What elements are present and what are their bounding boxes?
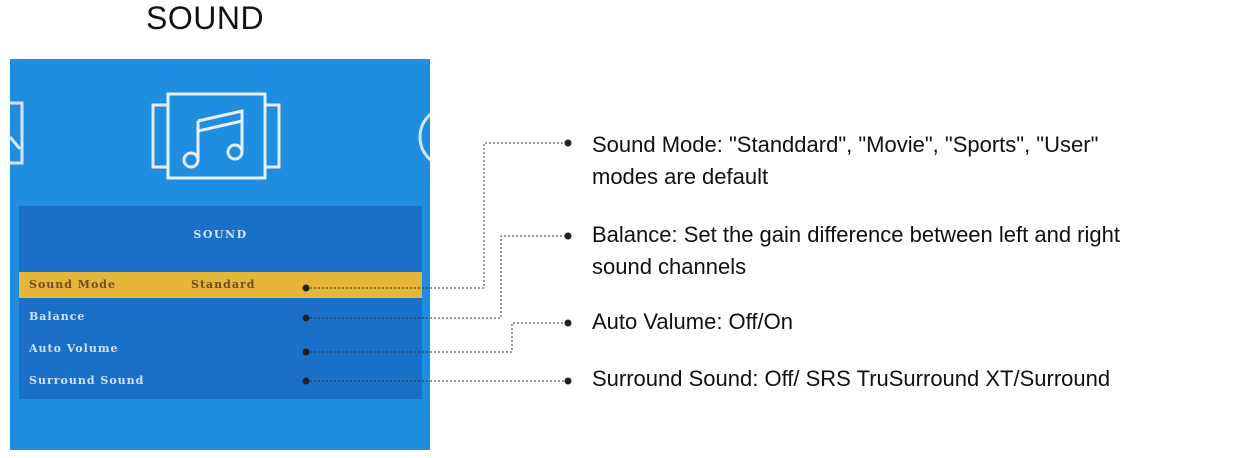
music-note-icon[interactable] [151, 92, 281, 180]
connector-auto-volume [306, 322, 568, 353]
annotation-auto-volume: Auto Valume: Off/On [592, 306, 793, 338]
osd-item-balance[interactable]: Balance [19, 304, 422, 330]
annotation-sound-mode: Sound Mode: "Standdard", "Movie", "Sport… [592, 129, 1098, 193]
osd-sound-panel: SOUND Sound Mode Standard Balance Auto V… [19, 206, 422, 399]
annotation-line: sound channels [592, 254, 747, 279]
osd-item-sound-mode[interactable]: Sound Mode Standard [19, 272, 422, 298]
picture-icon[interactable] [10, 101, 24, 165]
annotation-line: Auto Valume: Off/On [592, 309, 793, 334]
marker-dot [564, 319, 572, 327]
osd-item-label: Sound Mode [29, 278, 116, 291]
clock-icon[interactable] [418, 107, 430, 167]
osd-item-auto-volume[interactable]: Auto Volume [19, 336, 422, 362]
marker-dot [564, 139, 572, 147]
annotation-line: Balance: Set the gain difference between… [592, 222, 1120, 247]
annotation-line: Surround Sound: Off/ SRS TruSurround XT/… [592, 366, 1111, 391]
page-title: SOUND [146, 0, 265, 36]
annotation-surround-sound: Surround Sound: Off/ SRS TruSurround XT/… [592, 363, 1110, 395]
annotation-balance: Balance: Set the gain difference between… [592, 219, 1120, 283]
osd-item-label: Auto Volume [29, 342, 119, 355]
marker-dot [302, 377, 310, 385]
osd-menu-title: SOUND [193, 228, 248, 241]
marker-dot [302, 348, 310, 356]
marker-dot [564, 377, 572, 385]
sound-mode-value: Standard [191, 278, 256, 291]
marker-dot [564, 232, 572, 240]
annotation-line: modes are default [592, 164, 769, 189]
marker-dot [302, 284, 310, 292]
connector-sound-mode [306, 142, 568, 289]
tv-osd-screen: SOUND Sound Mode Standard Balance Auto V… [10, 59, 430, 450]
osd-item-label: Surround Sound [29, 374, 145, 387]
annotation-line: Sound Mode: "Standdard", "Movie", "Sport… [592, 132, 1099, 157]
marker-dot [302, 314, 310, 322]
connector-balance [306, 235, 568, 319]
osd-item-label: Balance [29, 310, 86, 323]
osd-item-surround-sound[interactable]: Surround Sound [19, 368, 422, 394]
